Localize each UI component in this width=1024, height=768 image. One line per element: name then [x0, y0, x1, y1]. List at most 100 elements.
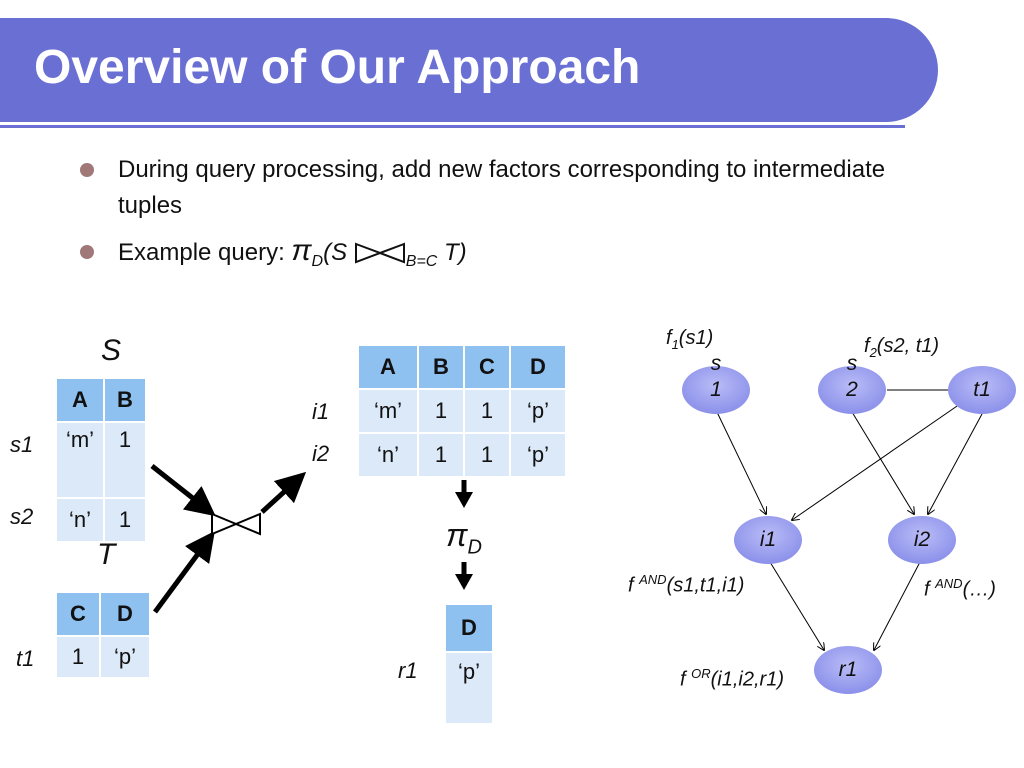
- row-label-i1: i1: [312, 399, 330, 424]
- node-s2: [818, 366, 886, 414]
- node-i2-label: i2: [913, 528, 931, 551]
- row-label-s2: s2: [10, 504, 34, 529]
- factor-graph: [682, 366, 1016, 694]
- table-t: C D 1 ‘p’: [56, 592, 150, 678]
- table-result: D ‘p’: [445, 604, 493, 724]
- table-s: A B ‘m’ 1 ‘n’ 1: [56, 378, 146, 542]
- factor-and-2-sup: AND: [935, 576, 963, 591]
- arrow-t-to-join: [152, 530, 215, 614]
- table-s-cell: 1: [104, 498, 146, 542]
- node-s1: [682, 366, 750, 414]
- join-arrows: [150, 464, 307, 614]
- node-r1-label: r1: [838, 658, 858, 681]
- factor-f1-label: f1(s1): [666, 327, 713, 352]
- edge-s2-i2: [851, 411, 914, 514]
- query-open: (S: [323, 239, 354, 266]
- table-i-cell: ‘n’: [358, 433, 418, 477]
- factor-and-1-label: f AND(s1,t1,i1): [628, 572, 744, 598]
- factor-and-2-arg: (…): [962, 578, 996, 601]
- table-i-cell: ‘p’: [510, 389, 566, 433]
- node-t1-label: t1: [973, 378, 991, 401]
- query-close: T): [437, 239, 467, 266]
- table-s-cell: 1: [104, 422, 146, 498]
- table-i-cell: 1: [418, 433, 464, 477]
- node-i2: [888, 516, 956, 564]
- projection-pi-sub: D: [467, 536, 482, 559]
- table-r-cell: ‘p’: [445, 652, 493, 724]
- factor-and-1-f: f: [628, 574, 640, 597]
- table-i-header-d: D: [510, 345, 566, 389]
- node-s1-label: s 1: [710, 352, 722, 401]
- row-label-s1: s1: [10, 432, 34, 457]
- factor-or-sup: OR: [691, 666, 711, 681]
- projection-pi: πD: [446, 517, 482, 559]
- table-i-cell: ‘m’: [358, 389, 418, 433]
- table-t-caption: T: [97, 538, 116, 571]
- edge-t1-i1: [792, 403, 961, 520]
- row-label-r1: r1: [398, 658, 418, 683]
- query-join-sub: B=C: [405, 252, 438, 270]
- arrow-head: [455, 492, 473, 508]
- table-s-header-a: A: [56, 378, 104, 422]
- join-symbol-icon: [211, 512, 261, 536]
- row-label-i2: i2: [312, 441, 330, 466]
- arrow-head: [455, 574, 473, 590]
- factor-f2-arg: (s2, t1): [876, 335, 940, 357]
- edge-i2-r1: [874, 561, 921, 650]
- factor-f1-arg: (s1): [678, 327, 714, 349]
- factor-f2-label: f2(s2, t1): [864, 335, 939, 360]
- factor-or-arg: (i1,i2,r1): [710, 668, 784, 691]
- factor-and-2-f: f: [924, 578, 936, 601]
- factor-f1-sub: 1: [671, 337, 679, 352]
- table-i-header-c: C: [464, 345, 510, 389]
- table-s-header-b: B: [104, 378, 146, 422]
- table-s-cell: ‘m’: [56, 422, 104, 498]
- table-t-header-d: D: [100, 592, 150, 636]
- table-t-header-c: C: [56, 592, 100, 636]
- edge-i1-r1: [769, 561, 824, 650]
- join-icon: [354, 242, 405, 264]
- factor-and-1-arg: (s1,t1,i1): [666, 574, 745, 597]
- factor-or-label: f OR(i1,i2,r1): [680, 666, 784, 692]
- node-r1: [814, 646, 882, 694]
- node-i1: [734, 516, 802, 564]
- title-bar: [0, 18, 938, 122]
- bullet-2: Example query: πD(S B=C T): [118, 233, 898, 280]
- node-t1: [948, 366, 1016, 414]
- table-i-cell: 1: [464, 389, 510, 433]
- bullet-dot-1: [80, 163, 94, 177]
- table-s-cell: ‘n’: [56, 498, 104, 542]
- table-i-header-a: A: [358, 345, 418, 389]
- query-pi: π: [291, 234, 312, 267]
- edge-t1-i2: [928, 413, 983, 514]
- factor-f1-f: f: [666, 327, 672, 349]
- factor-or-f: f: [680, 668, 692, 691]
- table-r-header-d: D: [445, 604, 493, 652]
- arrow-join-to-i: [260, 471, 307, 514]
- table-i-cell: 1: [418, 389, 464, 433]
- bullet-2-prefix: Example query:: [118, 239, 292, 266]
- table-s-caption: S: [101, 334, 122, 367]
- node-s2-label: s 2: [846, 352, 858, 401]
- row-label-t1: t1: [16, 646, 35, 671]
- factor-and-2-label: f AND(…): [924, 576, 996, 602]
- bullet-dot-2: [80, 245, 94, 259]
- arrow-s-to-join: [150, 464, 216, 517]
- table-intermediate: A B C D ‘m’ 1 1 ‘p’ ‘n’ 1 1 ‘p’: [358, 345, 566, 477]
- bullet-1-text: During query processing, add new factors…: [118, 156, 886, 219]
- projection-pi-symbol: π: [446, 517, 468, 553]
- factor-f2-sub: 2: [869, 345, 877, 360]
- table-i-cell: 1: [464, 433, 510, 477]
- table-t-cell: ‘p’: [100, 636, 150, 678]
- table-i-header-b: B: [418, 345, 464, 389]
- factor-and-1-sup: AND: [639, 572, 667, 587]
- projection-arrows: [455, 480, 473, 590]
- slide-title: Overview of Our Approach: [34, 41, 641, 94]
- node-i1-label: i1: [759, 528, 777, 551]
- query-pi-sub: D: [311, 252, 324, 270]
- title-underline: [0, 125, 905, 128]
- edge-s1-i1: [715, 409, 766, 514]
- table-i-cell: ‘p’: [510, 433, 566, 477]
- table-t-cell: 1: [56, 636, 100, 678]
- factor-f2-f: f: [864, 335, 870, 357]
